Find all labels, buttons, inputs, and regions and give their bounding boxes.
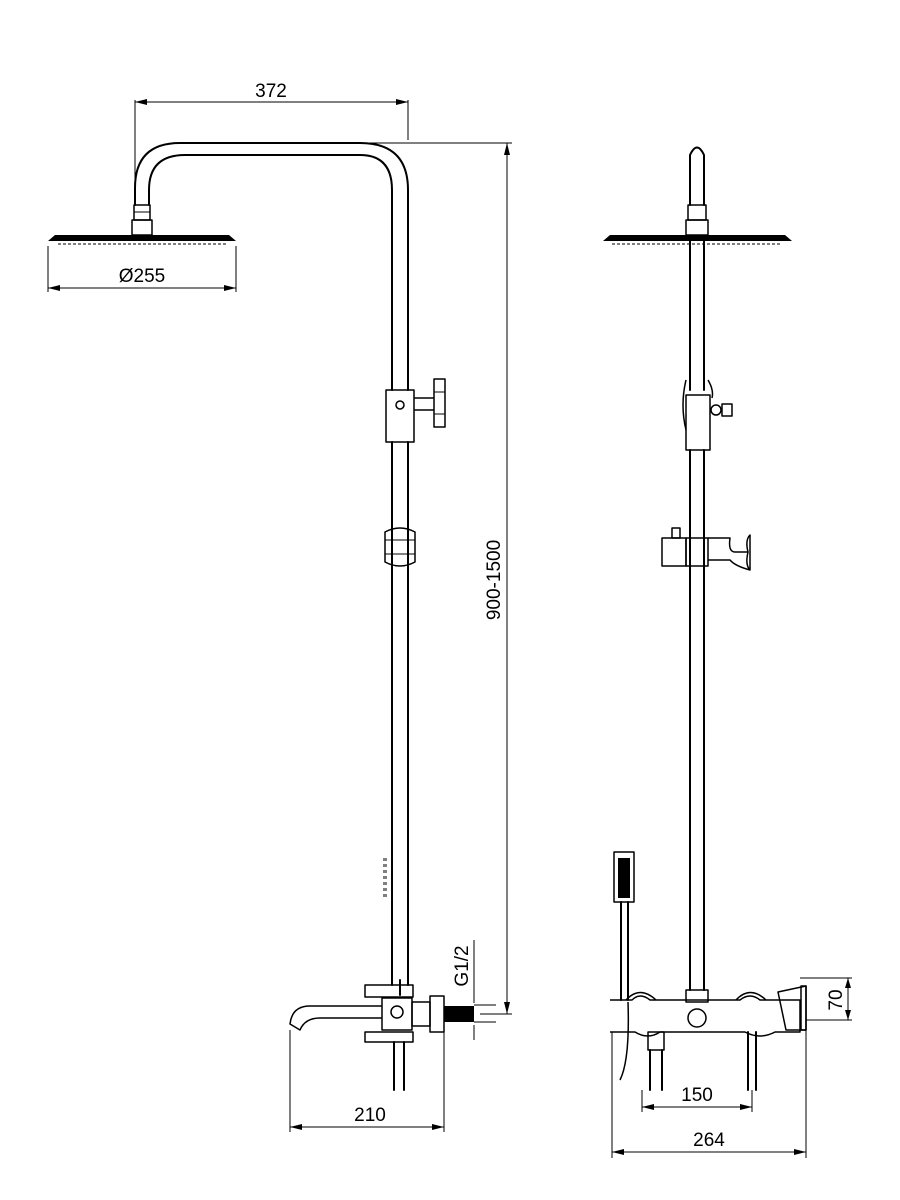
front-rail [661,449,751,991]
dimension-arm-reach: 372 [134,81,409,190]
dimension-arm-reach-label: 372 [255,81,287,102]
front-bath-mixer [610,985,807,1091]
side-diverter [385,378,446,443]
dimension-thread-label: G1/2 [452,945,473,986]
front-shower-head [603,146,792,245]
front-view: 70 150 264 [603,146,852,1158]
side-shower-head [48,204,236,245]
dimension-inlet-spacing-label: 150 [681,1085,713,1106]
dimension-inlet-spacing: 150 [641,1085,753,1112]
dimension-spout-reach: 210 [289,1030,445,1132]
side-rail [383,441,416,986]
side-view: 372 Ø255 900-1500 G1/2 [47,81,512,1132]
dimension-total-depth-label: 264 [693,1130,725,1151]
dimension-column-height: 900-1500 [365,142,512,1015]
dimension-column-height-label: 900-1500 [484,540,505,620]
dimension-head-diameter-label: Ø255 [119,266,165,287]
dimension-mixer-height-label: 70 [826,989,847,1010]
front-hand-shower [613,851,635,1001]
dimension-spout-reach-label: 210 [354,1105,386,1126]
side-shower-arm [134,142,409,391]
dimension-mixer-height: 70 [800,977,852,1021]
front-diverter [682,379,733,451]
dimension-head-diameter: Ø255 [47,246,237,292]
dimension-total-depth: 264 [611,1030,807,1158]
dimension-thread: G1/2 [452,940,496,1040]
side-bath-mixer [289,979,474,1091]
front-upper-pipe [689,240,705,391]
